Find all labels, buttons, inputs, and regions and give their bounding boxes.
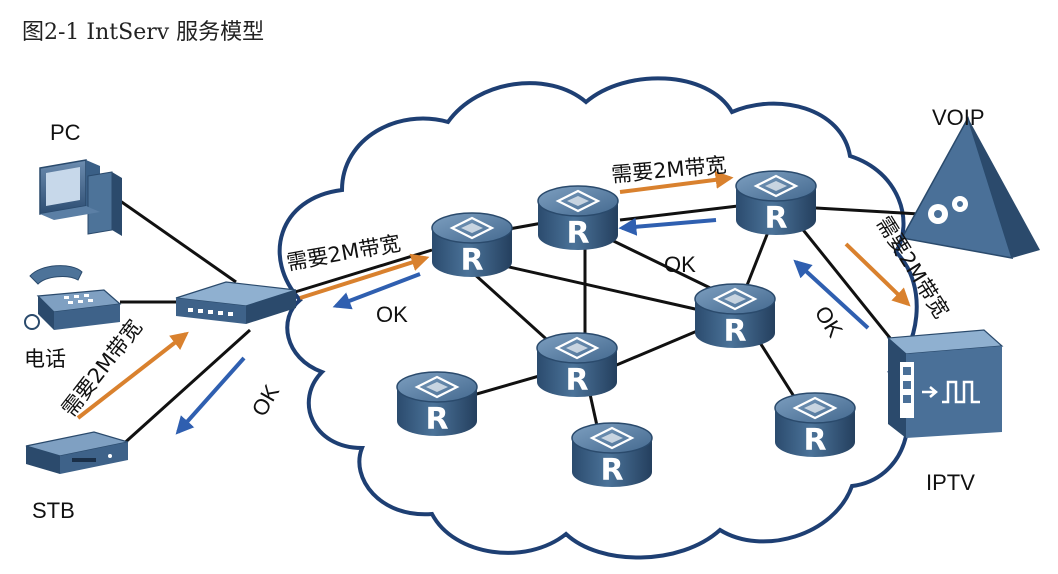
request-arrow-switch [299,253,430,300]
request-arrow-edge [844,242,911,307]
router-a: R [430,211,514,279]
voip-server-icon [900,116,1040,259]
router-g: R [570,421,654,489]
router-label: R [566,216,589,251]
ok-arrow-switch [332,272,421,310]
request-arrow-stb [76,331,189,420]
router-c: R [734,169,818,237]
router-label: R [723,314,746,349]
request-arrow-core [619,170,734,194]
ok-arrows [175,217,870,435]
stb-icon [25,431,129,474]
phone-label: 电话 [24,347,66,371]
router-label: R [565,363,588,398]
ok-arrow-edge [793,259,870,330]
router-e: R [535,331,619,399]
router-label: R [803,423,826,458]
pc-label: PC [50,120,81,145]
router-f: R [395,370,479,438]
pc-icon [39,159,122,236]
figure-title: 图2-1 IntServ 服务模型 [22,20,265,45]
router-d: R [693,282,777,350]
router-label: R [460,243,483,278]
request-arrows [76,170,911,420]
phone-icon [24,265,122,330]
router-b: R [536,184,620,252]
ok-arrow-core [618,217,717,236]
stb-label: STB [32,498,75,523]
film-icon [900,362,914,418]
router-h: R [773,391,857,459]
switch-icon [175,281,297,324]
ok-label-switch: OK [376,302,408,327]
router-label: R [764,201,787,236]
ok-arrow-stb [175,356,246,435]
voip-label: VOIP [932,105,985,130]
iptv-label: IPTV [926,470,975,495]
ok-label-core: OK [664,252,696,277]
router-label: R [600,453,623,488]
request-label-stb: 需要2M带宽 [57,315,147,421]
router-label: R [425,402,448,437]
ok-label-stb: OK [247,380,285,420]
iptv-server-icon [886,329,1004,438]
